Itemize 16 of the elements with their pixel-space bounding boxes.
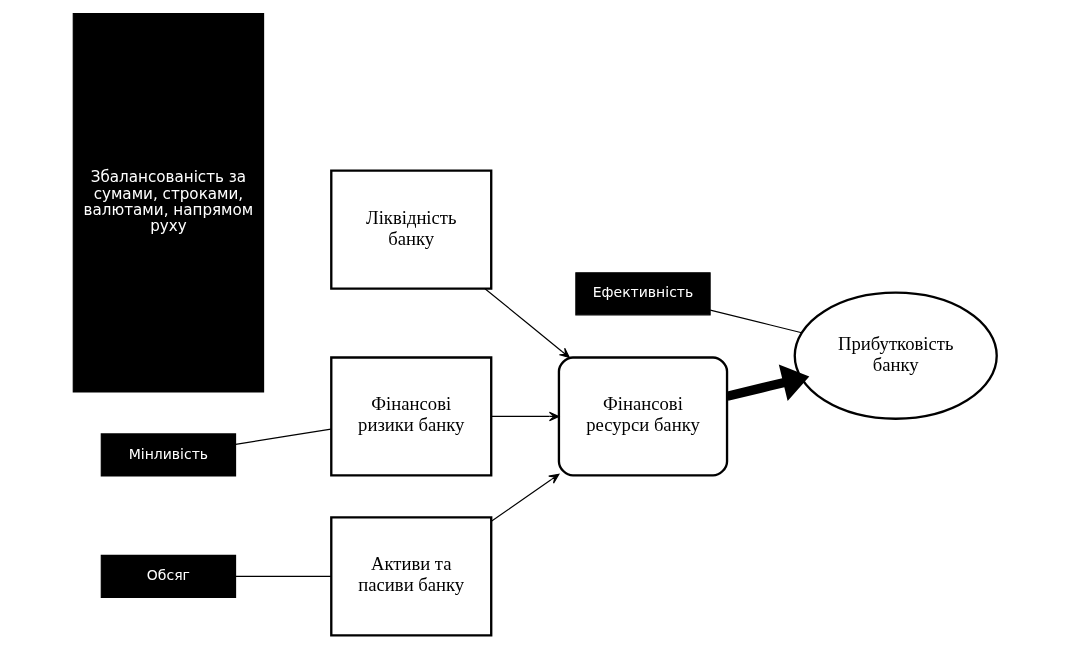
node-box: Збалансованість за сумами, строками, валютами, напрямом руху xyxy=(72,12,265,392)
connector xyxy=(235,575,332,577)
arrow xyxy=(490,473,560,522)
arrow xyxy=(726,363,810,401)
node-box: Фінансові ресурси банку xyxy=(557,355,729,477)
node-box: Ліквідність банку xyxy=(330,169,493,290)
node-box: Ефективність xyxy=(575,271,711,315)
arrow xyxy=(490,411,560,421)
node-ellipse: Прибутковість банку xyxy=(793,291,998,420)
connector xyxy=(709,309,803,333)
node-box: Обсяг xyxy=(100,554,237,598)
node-box: Активи та пасиви банку xyxy=(330,515,493,636)
connector xyxy=(235,428,332,445)
arrow xyxy=(484,287,570,358)
node-box: Фінансові ризики банку xyxy=(330,355,493,477)
node-box: Мінливість xyxy=(100,432,237,477)
